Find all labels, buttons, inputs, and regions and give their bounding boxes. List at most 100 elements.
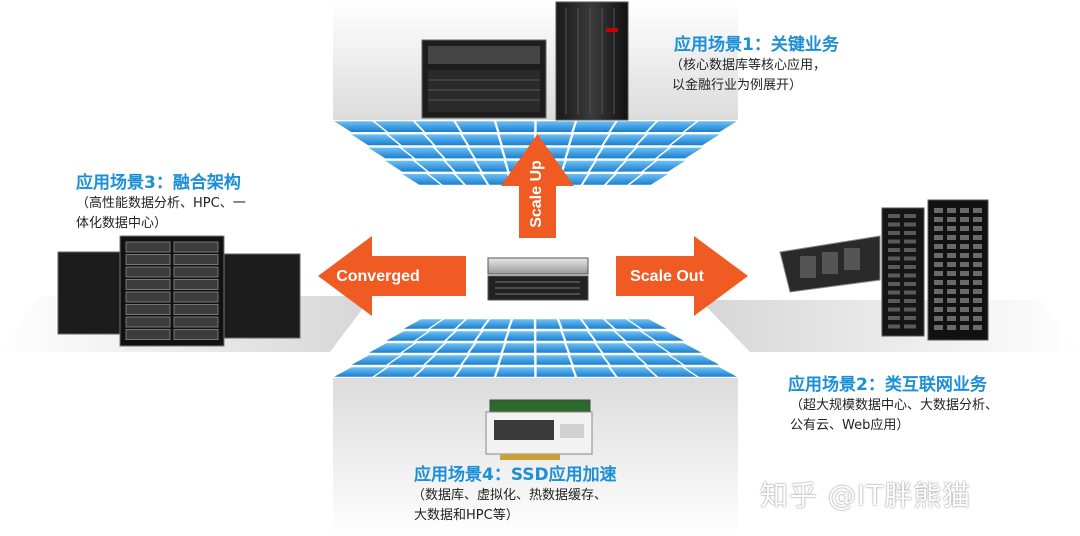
grid-tile [388, 355, 434, 365]
rack-unit [973, 280, 982, 285]
grid-tile [403, 319, 442, 329]
grid-tile [628, 319, 667, 329]
grid-tile [455, 174, 487, 185]
converged-arrow: Converged [318, 236, 466, 316]
blade-slot [125, 254, 171, 265]
grid-tile [684, 121, 737, 132]
rack-unit [960, 325, 969, 330]
rack-unit [934, 217, 943, 222]
rack-unit [960, 235, 969, 240]
grid-tile [469, 147, 504, 159]
rack-unit [888, 273, 900, 278]
grid-tile [374, 367, 424, 377]
blade-slot [125, 241, 171, 253]
grid-tile [610, 121, 656, 132]
grid-tile [610, 367, 656, 377]
grid-tile [637, 355, 683, 365]
blade-slot [173, 291, 219, 303]
blade-slot [173, 266, 219, 278]
bottom-tile-grid [334, 319, 737, 377]
grid-tile [334, 367, 387, 377]
grid-tile [629, 174, 668, 185]
rack-unit [947, 262, 956, 267]
rack-unit [904, 214, 916, 218]
rack-unit [888, 214, 900, 218]
grid-tile [657, 147, 703, 159]
rack-unit [888, 307, 900, 312]
rack-unit [934, 253, 943, 258]
grid-tile [402, 343, 444, 353]
scene-3-desc-line1: （高性能数据分析、HPC、一 [76, 196, 246, 211]
rack-unit [960, 217, 969, 222]
scene-4-title: 应用场景4：SSD应用加速 [414, 465, 617, 485]
scene-2-title: 应用场景2：类互联网业务 [788, 375, 987, 395]
grid-tile [446, 331, 481, 341]
scene-2-desc-line1: （超大规模数据中心、大数据分析、 [790, 398, 999, 413]
grid-tile [637, 134, 683, 146]
grid-tile [562, 331, 594, 341]
rack-unit [888, 239, 900, 244]
blade-slot [173, 316, 219, 328]
grid-tile [483, 319, 511, 329]
blade-slot [173, 304, 219, 315]
grid-tile [570, 355, 609, 365]
rack-unit [973, 253, 982, 258]
rack-unit [904, 265, 916, 269]
grid-tile [401, 147, 444, 159]
rack-unit [947, 208, 956, 213]
blade-slot [125, 329, 171, 340]
rack-unit [973, 307, 982, 312]
rack-unit [947, 217, 956, 222]
grid-tile [425, 134, 467, 146]
grid-tile [536, 134, 572, 146]
rack-unit [947, 253, 956, 258]
scene-1-desc-line2: 以金融行业为例展开） [672, 78, 803, 93]
rack-unit [934, 271, 943, 276]
grid-tile [589, 331, 624, 341]
rack-unit [973, 325, 982, 330]
blade-chassis-icon [57, 235, 301, 347]
grid-tile [425, 355, 468, 365]
grid-tile [496, 121, 535, 132]
rack-unit [947, 325, 956, 330]
grid-tile [469, 343, 504, 353]
rack-unit [973, 289, 982, 294]
grid-tile [351, 355, 401, 365]
rack-unit [960, 226, 969, 231]
rack-unit [904, 248, 916, 252]
grid-tile [475, 160, 508, 172]
rack-unit [904, 324, 916, 329]
blade-slot [173, 254, 219, 265]
grid-tile [536, 355, 572, 365]
grid-tile [436, 343, 474, 353]
rack-unit [888, 324, 900, 329]
watermark: 知乎 @IT胖熊猫 [760, 479, 972, 512]
grid-tile [643, 160, 686, 172]
grid-tile [429, 174, 464, 185]
server-chassis-icon [421, 39, 547, 119]
grid-tile [351, 134, 400, 146]
scene-1-desc-line1: （核心数据库等核心应用， [670, 58, 827, 73]
blade-slot [125, 266, 171, 278]
rack-unit [947, 271, 956, 276]
blade-slot [173, 329, 219, 340]
rack-unit [934, 325, 943, 330]
grid-tile [603, 355, 646, 365]
grid-tile [445, 160, 481, 172]
rack-unit [934, 298, 943, 303]
grid-tile [416, 331, 455, 341]
rack-unit [960, 298, 969, 303]
rack-unit [973, 316, 982, 321]
rack-unit [947, 226, 956, 231]
grid-tile [415, 121, 461, 132]
rack-unit [934, 208, 943, 213]
grid-tile [647, 121, 697, 132]
rack-unit [973, 226, 982, 231]
scale-up-label: Scale Up [528, 160, 545, 228]
grid-tile [374, 121, 423, 132]
scene-2-desc-line2: 公有云、Web应用） [790, 418, 910, 433]
rack-unit [960, 262, 969, 267]
rack-unit [934, 235, 943, 240]
rack-unit [934, 226, 943, 231]
